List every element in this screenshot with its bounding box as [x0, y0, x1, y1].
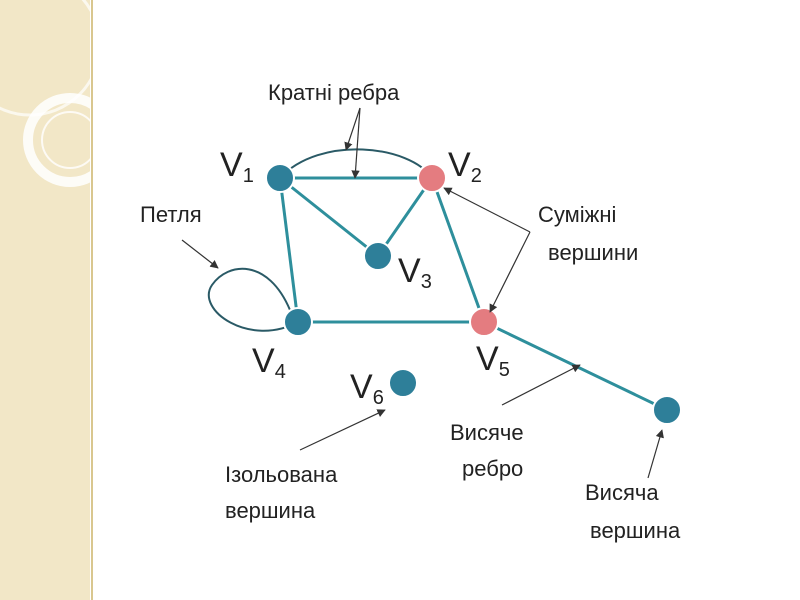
vertex-v3: [363, 241, 393, 271]
pointer-multi-2: [351, 107, 361, 179]
pendant-edge: [482, 320, 669, 412]
graph-nodes: [265, 163, 682, 425]
pointer-multi-1: [344, 107, 361, 151]
label-adjacent-line2: вершини: [548, 240, 638, 265]
vertex-label-v3: V3: [398, 252, 432, 293]
vertex-labels: V1 V2 V3 V4 V5 V6: [220, 146, 510, 409]
label-multiple-edges: Кратні ребра: [268, 80, 400, 105]
label-isolated-line1: Ізольована: [225, 462, 338, 487]
pointer-adjacent-2: [489, 231, 531, 313]
vertex-label-v4: V4: [252, 342, 286, 383]
vertex-v1: [265, 163, 295, 193]
label-isolated-line2: вершина: [225, 498, 316, 523]
edge-v1-v3: [278, 176, 380, 258]
pendant-vertex: [652, 395, 682, 425]
pointer-isolated: [299, 409, 386, 451]
vertex-label-v1: V1: [220, 146, 254, 187]
label-loop: Петля: [140, 202, 202, 227]
vertex-label-v6: V6: [350, 368, 384, 409]
vertex-v6: [388, 368, 418, 398]
vertex-v5: [469, 307, 499, 337]
pointer-adjacent-1: [443, 187, 531, 233]
annotation-texts: Кратні ребра Петля Суміжні вершини Ізоль…: [140, 80, 681, 543]
pointer-loop: [181, 239, 219, 269]
vertex-label-v2: V2: [448, 146, 482, 187]
vertex-v2: [417, 163, 447, 193]
loop-edge: [207, 267, 299, 332]
annotation-pointers: [181, 107, 664, 479]
label-pendant-vertex-line1: Висяча: [585, 480, 659, 505]
pointer-pendant-edge: [501, 364, 581, 406]
label-pendant-vertex-line2: вершина: [590, 518, 681, 543]
graph-edges: [207, 148, 669, 412]
edge-v2-v5: [430, 176, 486, 324]
pointer-pendant-vertex: [647, 429, 664, 479]
label-pendant-edge-line2: ребро: [462, 456, 523, 481]
decorative-sidebar: [0, 0, 93, 600]
label-adjacent-line1: Суміжні: [538, 202, 616, 227]
vertex-label-v5: V5: [476, 340, 510, 381]
vertex-v4: [283, 307, 313, 337]
multi-edge-curved: [279, 148, 433, 179]
edge-v1-v4: [278, 176, 300, 324]
edge-v2-v3: [376, 176, 434, 258]
label-pendant-edge-line1: Висяче: [450, 420, 524, 445]
